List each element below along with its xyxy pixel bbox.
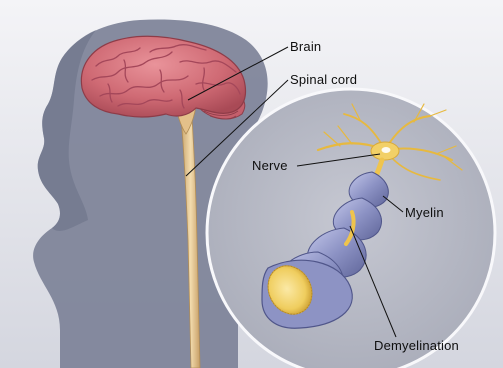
nerve-nucleus: [382, 147, 391, 153]
label-brain: Brain: [290, 40, 321, 53]
label-myelin: Myelin: [405, 206, 444, 219]
label-nerve: Nerve: [252, 159, 288, 172]
label-demyelination: Demyelination: [374, 339, 459, 352]
label-spinal-cord: Spinal cord: [290, 73, 357, 86]
